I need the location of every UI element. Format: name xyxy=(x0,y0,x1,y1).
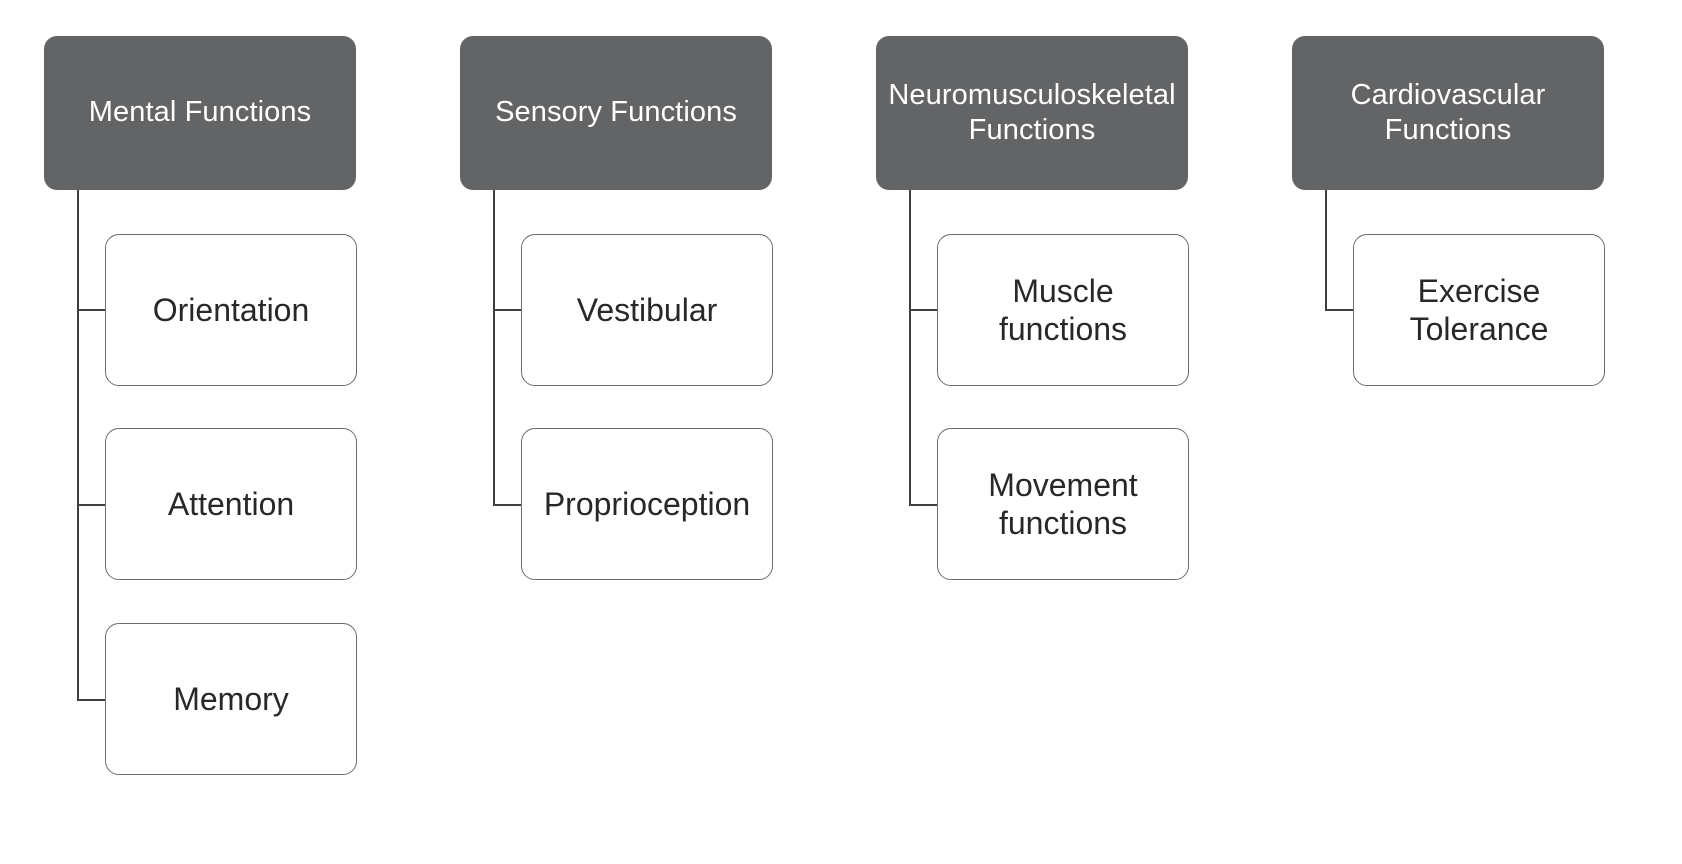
child-node-muscle-functions[interactable]: Muscle functions xyxy=(937,234,1189,386)
child-label: Movement functions xyxy=(988,466,1138,541)
connector-branch xyxy=(77,504,105,506)
connector-trunk xyxy=(909,190,911,505)
column-cardiovascular-functions: Cardiovascular Functions Exercise Tolera… xyxy=(1248,0,1668,864)
column-neuromusculoskeletal-functions: Neuromusculoskeletal Functions Muscle fu… xyxy=(832,0,1252,864)
child-node-orientation[interactable]: Orientation xyxy=(105,234,357,386)
column-sensory-functions: Sensory Functions Vestibular Propriocept… xyxy=(416,0,836,864)
header-node-mental-functions[interactable]: Mental Functions xyxy=(44,36,356,190)
header-label: Mental Functions xyxy=(88,96,312,129)
column-mental-functions: Mental Functions Orientation Attention M… xyxy=(0,0,420,864)
header-node-sensory-functions[interactable]: Sensory Functions xyxy=(460,36,772,190)
header-label: Neuromusculoskeletal Functions xyxy=(888,78,1176,146)
child-label: Proprioception xyxy=(543,485,751,522)
header-node-cardiovascular-functions[interactable]: Cardiovascular Functions xyxy=(1292,36,1604,190)
connector-branch xyxy=(909,504,937,506)
child-label: Muscle functions xyxy=(998,272,1128,347)
child-label: Attention xyxy=(167,485,295,522)
connector-trunk xyxy=(1325,190,1327,310)
child-node-memory[interactable]: Memory xyxy=(105,623,357,775)
connector-branch xyxy=(77,309,105,311)
connector-branch xyxy=(493,504,521,506)
header-label: Cardiovascular Functions xyxy=(1350,78,1546,146)
child-node-attention[interactable]: Attention xyxy=(105,428,357,580)
connector-branch xyxy=(493,309,521,311)
child-node-exercise-tolerance[interactable]: Exercise Tolerance xyxy=(1353,234,1605,386)
child-node-movement-functions[interactable]: Movement functions xyxy=(937,428,1189,580)
child-label: Vestibular xyxy=(576,291,718,328)
connector-branch xyxy=(77,699,105,701)
header-node-neuromusculoskeletal-functions[interactable]: Neuromusculoskeletal Functions xyxy=(876,36,1188,190)
child-node-proprioception[interactable]: Proprioception xyxy=(521,428,773,580)
child-label: Orientation xyxy=(152,291,310,328)
child-label: Exercise Tolerance xyxy=(1409,272,1549,347)
connector-branch xyxy=(909,309,937,311)
connector-branch xyxy=(1325,309,1353,311)
header-label: Sensory Functions xyxy=(495,96,737,129)
connector-trunk xyxy=(77,190,79,700)
child-node-vestibular[interactable]: Vestibular xyxy=(521,234,773,386)
connector-trunk xyxy=(493,190,495,505)
child-label: Memory xyxy=(173,680,289,717)
